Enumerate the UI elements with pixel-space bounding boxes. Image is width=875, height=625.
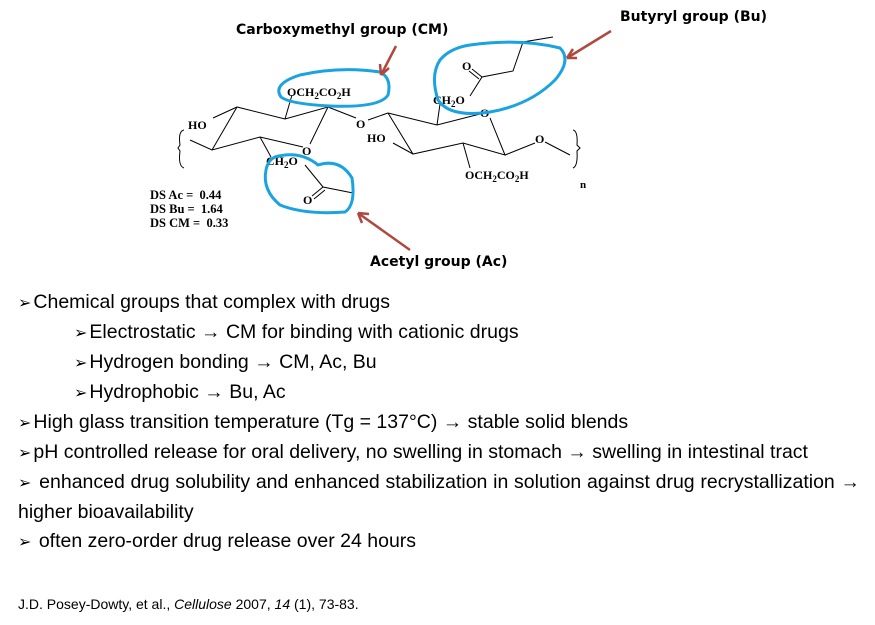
svg-text:O: O — [303, 193, 312, 207]
ds-ac: DS Ac = 0.44 — [150, 188, 222, 202]
arrow-bullet-icon: ➢ — [18, 475, 32, 492]
arrow-bullet-icon: ➢ — [18, 534, 32, 551]
structure-bonds — [177, 36, 581, 200]
pointer-arrows — [356, 29, 612, 252]
cm-label: Carboxymethyl group (CM) — [236, 22, 449, 38]
bullet-item: ➢Chemical groups that complex with drugs — [18, 291, 390, 313]
svg-text:O: O — [356, 117, 365, 131]
bullet-list: ➢Chemical groups that complex with drugs… — [18, 288, 860, 557]
cm-arrow — [378, 45, 398, 76]
bullet-item: ➢pH controlled release for oral delivery… — [18, 441, 808, 463]
arrow-bullet-icon: ➢ — [74, 385, 88, 402]
svg-text:HO: HO — [188, 118, 207, 132]
bullet-item: ➢Electrostatic → CM for binding with cat… — [74, 321, 519, 343]
bullet-item: ➢ enhanced drug solubility and enhanced … — [18, 471, 860, 523]
arrow-bullet-icon: ➢ — [74, 355, 88, 372]
ac-highlight-circle — [263, 153, 355, 215]
svg-text:O: O — [462, 59, 471, 73]
svg-text:O: O — [535, 132, 544, 146]
bullet-item: ➢Hydrophobic → Bu, Ac — [74, 381, 286, 403]
bullet-item: ➢ often zero-order drug release over 24 … — [18, 530, 417, 552]
arrow-bullet-icon: ➢ — [74, 325, 88, 342]
svg-text:OCH2CO2H: OCH2CO2H — [287, 85, 351, 101]
bullet-item: ➢High glass transition temperature (Tg =… — [18, 411, 629, 433]
svg-text:HO: HO — [367, 131, 386, 145]
ds-cm: DS CM = 0.33 — [150, 216, 229, 230]
svg-text:OCH2CO2H: OCH2CO2H — [465, 168, 529, 184]
cm-highlight-circle — [277, 68, 391, 108]
bu-highlight-circle — [433, 40, 567, 115]
ds-bu: DS Bu = 1.64 — [150, 202, 223, 216]
ds-values: DS Ac = 0.44 DS Bu = 1.64 DS CM = 0.33 — [150, 188, 228, 230]
cellulose-ester-structure: HO OCH2CO2H O CH2O O O HO CH2O O O O OCH… — [177, 29, 612, 252]
bu-label: Butyryl group (Bu) — [620, 9, 767, 25]
arrow-bullet-icon: ➢ — [18, 445, 32, 462]
highlight-circles — [263, 40, 567, 215]
bu-arrow — [565, 29, 612, 60]
ac-arrow — [356, 211, 411, 252]
citation: J.D. Posey-Dowty, et al., Cellulose 2007… — [18, 596, 359, 612]
arrow-bullet-icon: ➢ — [18, 415, 32, 432]
arrow-bullet-icon: ➢ — [18, 295, 32, 312]
svg-text:O: O — [302, 144, 311, 158]
bullet-item: ➢Hydrogen bonding → CM, Ac, Bu — [74, 351, 377, 373]
svg-text:n: n — [580, 179, 586, 191]
ac-label: Acetyl group (Ac) — [370, 254, 508, 270]
